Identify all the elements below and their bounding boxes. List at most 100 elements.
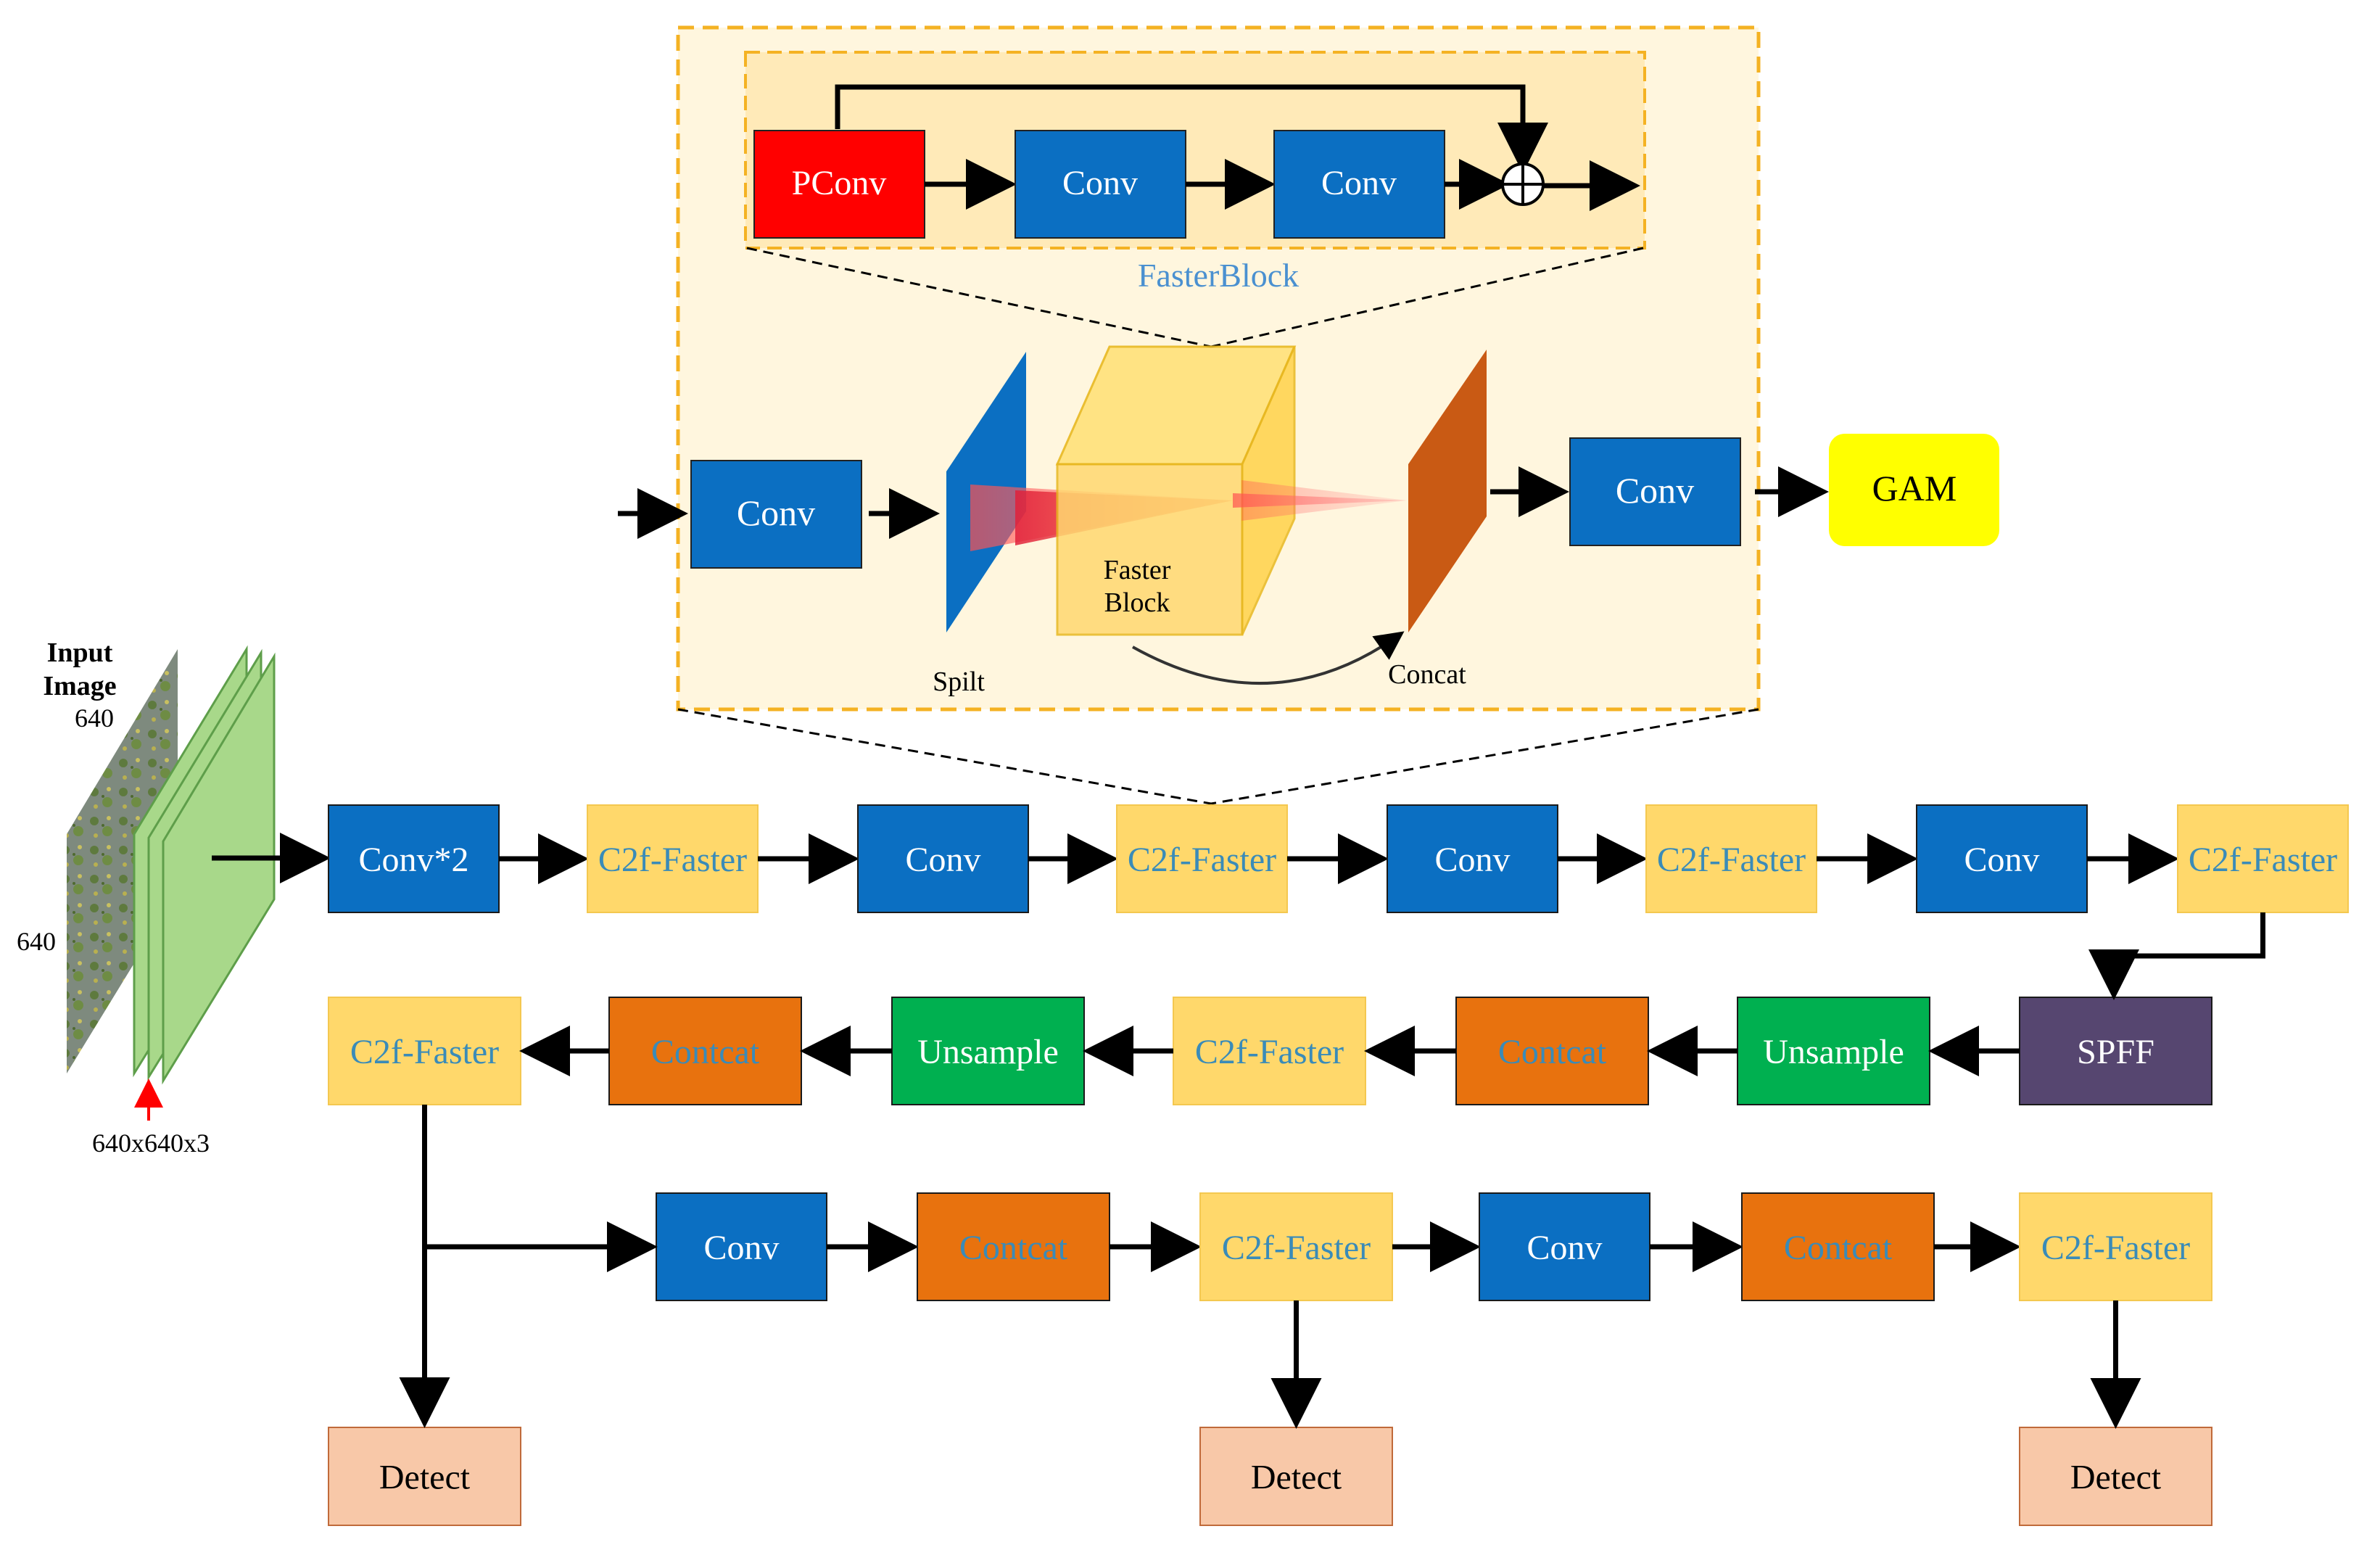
neck-block-3-box [891, 997, 1085, 1105]
neck-block-1-label: C2f-Faster [350, 1033, 499, 1071]
detail-conv-out [1569, 437, 1741, 546]
backbone-block-6-box [1645, 804, 1817, 913]
head-block-5: Contcat [1741, 1192, 1935, 1301]
neck-block-4: C2f-Faster [1173, 997, 1366, 1105]
head-block-3-box [1199, 1192, 1393, 1301]
concat-detail-label: Concat [1388, 659, 1466, 690]
input-height-label: 640 [17, 927, 56, 956]
concat-plane [1408, 350, 1487, 632]
neck-block-4-label: C2f-Faster [1195, 1033, 1344, 1071]
detect-block-3-box [2019, 1427, 2212, 1526]
gam-block [1829, 434, 1999, 546]
head-block-2-label: Contcat [959, 1229, 1068, 1267]
detect-block-1: Detect [328, 1427, 521, 1526]
head-block-2-box [917, 1192, 1110, 1301]
aerial-photo [67, 649, 178, 1073]
backbone-block-2-label: C2f-Faster [598, 841, 747, 879]
backbone-block-4: C2f-Faster [1116, 804, 1288, 913]
backbone-block-3-label: Conv [905, 841, 980, 879]
head-block-3-label: C2f-Faster [1222, 1229, 1371, 1267]
backbone-block-3: Conv [857, 804, 1029, 913]
detect-block-2-label: Detect [1251, 1459, 1342, 1497]
backbone-block-7-box [1916, 804, 2088, 913]
backbone-block-8-label: C2f-Faster [2189, 841, 2337, 879]
panel-zoom-left [677, 708, 1212, 805]
concat-beam-inner [1241, 480, 1407, 521]
gam-label: GAM [1872, 468, 1957, 508]
c2f-faster-detail-panel: PConv Conv Conv FasterBlock Conv [618, 25, 1999, 712]
head-block-6-box [2019, 1192, 2212, 1301]
residual-connection [835, 84, 1548, 173]
neck-block-5-label: Contcat [1498, 1033, 1607, 1071]
neck-block-2-label: Contcat [651, 1033, 760, 1071]
head-block-6: C2f-Faster [2019, 1192, 2212, 1301]
fasterblock-conv2-label: Conv [1321, 164, 1397, 202]
head-block-4: Conv [1479, 1192, 1650, 1301]
backbone-block-8: C2f-Faster [2177, 804, 2349, 913]
fasterblock-title: FasterBlock [1138, 257, 1299, 294]
backbone-block-1: Conv*2 [328, 804, 500, 913]
neck-block-7: SPFF [2019, 997, 2212, 1105]
detail-conv-out-label: Conv [1616, 470, 1694, 511]
neck-block-4-box [1173, 997, 1366, 1105]
fasterblock-conv2 [1273, 130, 1445, 239]
backbone-block-5: Conv [1387, 804, 1558, 913]
backbone-block-1-label: Conv*2 [358, 841, 468, 879]
detect-block-1-box [328, 1427, 521, 1526]
pconv-label: PConv [792, 164, 887, 202]
neck-block-7-box [2019, 997, 2212, 1105]
input-title-1: Input [47, 638, 113, 668]
backbone-block-1-box [328, 804, 500, 913]
input-width-label: 640 [75, 704, 114, 733]
neck-block-3: Unsample [891, 997, 1085, 1105]
detail-conv-in [690, 460, 862, 569]
split-label: Spilt [933, 667, 985, 697]
backbone-block-6: C2f-Faster [1645, 804, 1817, 913]
detect-block-2: Detect [1199, 1427, 1393, 1526]
detect-row: Detect Detect Detect [328, 1427, 2212, 1526]
neck-row: C2f-Faster Contcat Unsample C2f-Faster Contc… [328, 997, 2212, 1105]
backbone-block-2: C2f-Faster [587, 804, 759, 913]
head-block-3: C2f-Faster [1199, 1192, 1393, 1301]
neck-block-6-label: Unsample [1763, 1033, 1904, 1071]
backbone-row: Conv*2 C2f-Faster Conv C2f-Faster Conv C2f-Fa… [328, 804, 2349, 913]
zoom-line-left [746, 247, 1212, 348]
head-block-2: Contcat [917, 1192, 1110, 1301]
backbone-to-spff [2088, 912, 2265, 1000]
detect-block-2-box [1199, 1427, 1393, 1526]
detect-block-1-label: Detect [379, 1459, 471, 1497]
add-operator-icon [1501, 162, 1545, 206]
connectors [399, 912, 2265, 1429]
backbone-block-8-box [2177, 804, 2349, 913]
backbone-block-7-label: Conv [1964, 841, 2039, 879]
input-shape-label: 640x640x3 [92, 1129, 210, 1158]
fasterblock-conv1 [1015, 130, 1186, 239]
input-image-stack: Input Image 640 640 640x640x3 [17, 638, 276, 1158]
detail-conv-in-label: Conv [737, 492, 815, 533]
neck-block-5: Contcat [1455, 997, 1649, 1105]
head-block-5-label: Contcat [1784, 1229, 1893, 1267]
head-block-1-box [656, 1192, 827, 1301]
head-block-5-box [1741, 1192, 1935, 1301]
detect-block-3: Detect [2019, 1427, 2212, 1526]
input-title-2: Image [43, 671, 116, 701]
faster-block-label-2: Block [1104, 587, 1170, 618]
backbone-block-7: Conv [1916, 804, 2088, 913]
neck-block-6: Unsample [1737, 997, 1930, 1105]
neck-block-6-box [1737, 997, 1930, 1105]
feature-map-3 [162, 652, 276, 1085]
neck-block-7-label: SPFF [2077, 1033, 2154, 1071]
backbone-block-4-box [1116, 804, 1288, 913]
head-block-4-box [1479, 1192, 1650, 1301]
backbone-block-3-box [857, 804, 1029, 913]
detect-block-3-label: Detect [2070, 1459, 2162, 1497]
backbone-block-2-box [587, 804, 759, 913]
neck-block-3-label: Unsample [917, 1033, 1059, 1071]
head-block-4-label: Conv [1526, 1229, 1602, 1267]
fasterblock-conv1-label: Conv [1062, 164, 1138, 202]
neck-block-2-box [608, 997, 802, 1105]
neck-block-2: Contcat [608, 997, 802, 1105]
faster-block-label-1: Faster [1104, 555, 1171, 585]
